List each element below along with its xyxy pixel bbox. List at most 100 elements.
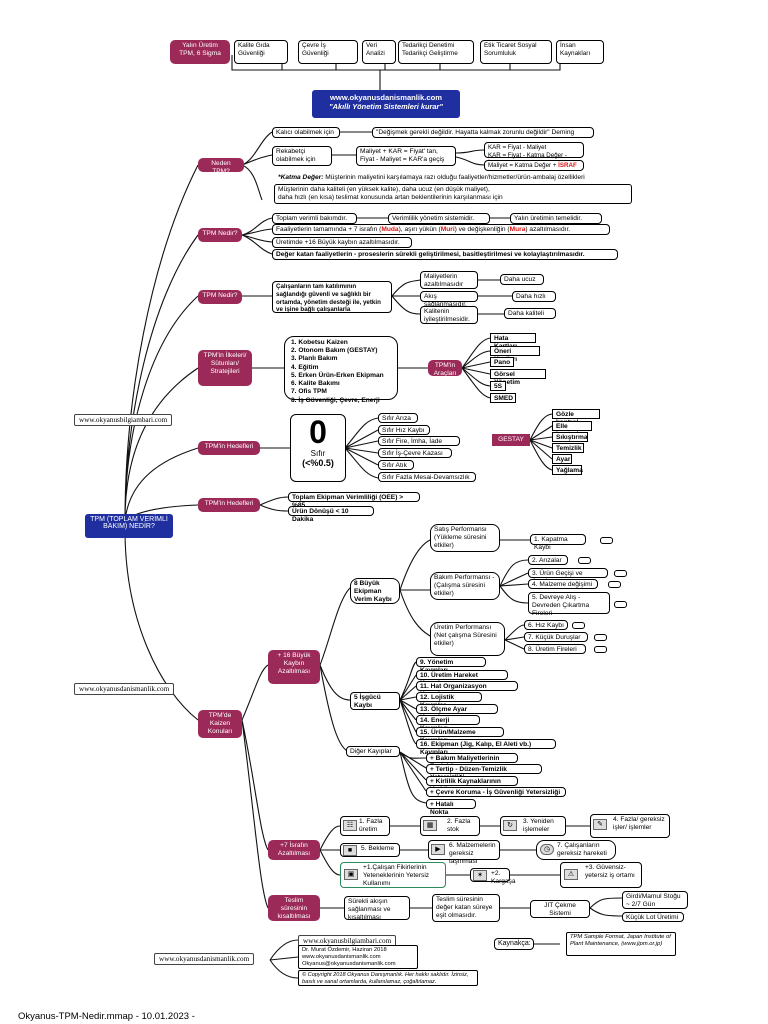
nedir2-r2[interactable]: Akış sağlanmasıdır. [420,291,478,308]
hedef-atik[interactable]: Sıfır Atık [378,460,414,470]
nedir2-r2b[interactable]: Daha hızlı [512,291,556,302]
loss-1[interactable]: 1. Kapatma Kaybı [530,534,586,551]
ilkeler-list[interactable]: 1. Kobetsu Kaizen 2. Otonom Bakım (GESTA… [284,336,398,404]
israf-7[interactable]: 7. Çalışanların gereksiz hareketi [536,840,616,860]
hedef-fire[interactable]: Sıfır Fire, İmha, İade [378,436,460,446]
author-box[interactable]: Dr. Murat Özdemir, Haziran 2018 www.okya… [298,945,418,969]
hedef-hiz[interactable]: Sıfır Hız Kaybı [378,425,430,435]
isgucu-13[interactable]: 13. Ölçme Ayar Kayıpları [416,704,498,721]
jit-box[interactable]: JIT Çekme Sistemi [530,900,590,918]
zero-target-box[interactable]: 0 Sıfır (<%0.5) [290,414,346,482]
arac-pano[interactable]: Pano [490,357,514,367]
teslim-text[interactable]: Teslim süresinin değer katan süreye eşit… [432,894,500,922]
nedir2-main[interactable]: Çalışanların tam katılımının sağlandığı … [272,281,392,313]
loss-2[interactable]: 2. Arızalar [528,555,568,565]
gestay-elle[interactable]: Elle kontrol [552,421,592,438]
kaizen-pill[interactable]: TPM'de Kaizen Konuları [198,710,242,738]
arac-smed[interactable]: SMED [490,393,516,403]
loss-8[interactable]: 8. Üretim Fireleri [524,644,586,654]
uretim-perf[interactable]: Üretim Performansı (Net çalışma Süresini… [430,622,505,656]
kaynak-text[interactable]: TPM Sample Format, Japan Institute of Pl… [566,932,676,956]
diger-2[interactable]: + Tertip - Düzen-Temizlik Yetersizliği [426,764,542,781]
side-url-bilgiambari[interactable]: www.okyanusbilgiambari.com [74,414,173,426]
top-item-tedarikci[interactable]: Tedarikçi Denetimi Tedarikçi Geliştirme [398,40,474,64]
hedef-urun[interactable]: Ürün Dönüşü < 10 Dakika [288,506,374,523]
isgucu-12[interactable]: 12. Lojistik Kayıplar [416,692,482,709]
deming-quote[interactable]: "Değişmek gerekli değildir. Hayatta kalm… [372,127,594,138]
nedir2-r3[interactable]: Kalitenin iyileştirilmesidir. [420,306,478,324]
loss-4[interactable]: 4. Malzeme değişimi [528,579,598,589]
hedefler-pill-2[interactable]: TPM'in Hedefleri [198,498,260,512]
top-item-kalite[interactable]: Kalite Gıda Güvenliği [234,40,288,64]
hedefler-pill[interactable]: TPM'in Hedefleri [198,441,260,455]
diger-box[interactable]: Diğer Kayıplar [346,746,400,757]
israf-plus1[interactable]: +1.Çalışan Fikirlerinin Yeteneklerinin Y… [340,862,446,888]
top-item-cevre[interactable]: Çevre İş Güvenliği [298,40,358,64]
musteri-box[interactable]: Müşterinin daha kaliteli (en yüksek kali… [274,184,632,204]
hedef-mesai[interactable]: Sıfır Fazla Mesai-Devamsızlık [378,472,476,482]
kalici-box[interactable]: Kalıcı olabilmek için [272,127,340,138]
neden-tpm-pill[interactable]: Neden TPM? [198,158,244,175]
isgucu-15[interactable]: 15. Ürün/Malzeme Kayıpları [416,727,504,744]
nedir-e[interactable]: Üretimde +16 Büyük kaybın azaltılmasıdır… [272,237,412,248]
arac-5s[interactable]: 5S [490,381,506,391]
kaynakca-label[interactable]: Kaynakça: [494,938,534,950]
hedef-ariza[interactable]: Sıfır Arıza [378,413,418,423]
buyuk8-box[interactable]: 8 Büyük Ekipman Verim Kaybı [350,578,400,604]
surekli-akis[interactable]: Sürekli akışın sağlanması ve kısaltılmas… [344,896,410,921]
israf7-pill[interactable]: +7 İsrafın Azaltılması [268,840,320,860]
tpm-nedir-pill-2[interactable]: TPM Nedir? [198,290,242,304]
satis-perf[interactable]: Satış Performansı (Yükleme süresini etki… [430,524,500,552]
isgucu-11[interactable]: 11. Hat Organizasyon Kayıpları [416,681,518,698]
arac-oneri[interactable]: Öneri Kartları [490,346,540,363]
nedir-f[interactable]: Değer katan faaliyetlerin - proseslerin … [272,249,618,260]
ilkeler-pill[interactable]: TPM'in İlkeleri/ Sütunları/ Stratejileri [198,350,252,386]
top-item-etik[interactable]: Etik Ticaret Sosyal Sorumluluk [480,40,552,64]
loss-6[interactable]: 6. Hız Kaybı [524,620,568,630]
nedir2-r1[interactable]: Maliyetlerin azaltılmasıdır [420,271,478,289]
hedef-oee[interactable]: Toplam Ekipman Verimliliği (OEE) > %85 [288,492,420,509]
loss-3[interactable]: 3. Ürün Geçişi ve Ayarlar [528,568,608,585]
kar-box[interactable]: KAR = Fiyat - Maliyet KAR = Fiyat - Katm… [484,142,584,167]
gestay-ayar[interactable]: Ayar [552,454,572,464]
nedir-a[interactable]: Toplam verimli bakımdır. [272,213,357,224]
arac-hata[interactable]: Hata Kartları [490,333,536,350]
teslim-pill[interactable]: Teslim süresinin kısaltılması [268,895,320,921]
isgucu-box[interactable]: 5 İşgücü Kaybı [350,692,400,710]
top-item-insan[interactable]: İnsan Kaynakları [556,40,604,64]
tpm-nedir-pill-1[interactable]: TPM Nedir? [198,228,242,242]
maliyet-eq-box[interactable]: Maliyet + KAR = Fiyat' tan, Fiyat - Mali… [356,146,456,166]
hedef-kaza[interactable]: Sıfır İş-Çevre Kazası [378,448,452,458]
top-yalin-pill[interactable]: Yalın Üretim TPM, 6 Sigma [170,40,230,64]
diger-4[interactable]: + Çevre Koruma - İş Güvenliği Yetersizli… [426,787,566,797]
k16-pill[interactable]: + 16 Büyük Kaybın Azaltılması [268,650,320,684]
nedir-c[interactable]: Yalın üretimin temelidir. [510,213,602,224]
nedir-b[interactable]: Verimlilik yönetim sistemidir. [388,213,490,224]
isgucu-16[interactable]: 16. Ekipman (Jig, Kalıp, El Aleti vb.) K… [416,739,556,756]
isgucu-10[interactable]: 10. Üretim Hareket Kayıpları [416,670,508,687]
central-topic[interactable]: TPM (TOPLAM VERİMLİ BAKIM) NEDİR? [85,514,173,538]
gestay-temizlik[interactable]: Temizlik [552,443,584,453]
arac-gorsel[interactable]: Görsel Yönetim [490,369,546,386]
loss-7[interactable]: 7. Küçük Duruşlar [524,632,588,642]
gestay-yaglama[interactable]: Yağlama [552,465,583,475]
israf-6[interactable]: 6. Malzemelerin gereksiz taşınması [428,840,500,865]
nedir-d[interactable]: Faaliyetlerin tamamında + 7 israfın (Mud… [272,224,610,235]
isgucu-9[interactable]: 9. Yönetim Kayıpları [416,657,486,674]
isgucu-14[interactable]: 14. Enerji Kayıpları [416,715,480,732]
top-banner[interactable]: www.okyanusdanismanlik.com "Akıllı Yönet… [312,90,460,118]
gestay-pill[interactable]: GESTAY [492,434,530,446]
gestay-sikistirma[interactable]: Sıkıştırma [552,432,588,442]
top-item-veri[interactable]: Veri Analizi [362,40,396,64]
loss-5[interactable]: 5. Devreye Alış - Devreden Çıkartma Fire… [528,592,610,617]
rekabet-box[interactable]: Rekabetçi olabilmek için [272,146,332,166]
diger-1[interactable]: + Bakım Maliyetlerinin Fazlalığı [426,753,518,770]
gestay-gozle[interactable]: Gözle kontrol [552,409,600,426]
nedir2-r3b[interactable]: Daha kaliteli [504,308,556,319]
maliyet-katma-box[interactable]: Maliyet = Katma Değer + İSRAF [484,160,584,171]
copyright-box[interactable]: © Copyright 2018 Okyanus Danışmanlık. He… [298,970,478,986]
nedir2-r1b[interactable]: Daha ucuz [500,274,544,285]
girdi-stok[interactable]: Girdi/Mamul Stoğu ~ 2/7 Gün [622,891,688,909]
diger-3[interactable]: + Kirlilik Kaynaklarının Varlığı [426,776,518,793]
diger-5[interactable]: + Hatalı Nokta [426,799,476,816]
